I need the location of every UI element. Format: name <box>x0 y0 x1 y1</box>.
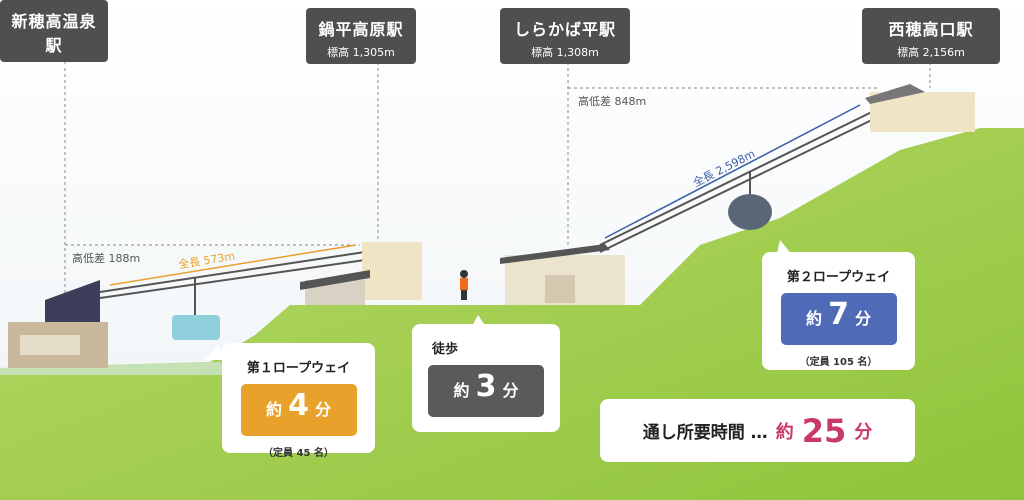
station-label-nabedaira: 鍋平高原駅標高 1,305m <box>306 8 416 64</box>
station-label-nishihotakaguchi: 西穂高口駅標高 2,156m <box>862 8 1000 64</box>
minutes-value: 7 <box>828 297 849 332</box>
cable-2 <box>599 107 881 253</box>
height-diff-2: 高低差 848m <box>578 95 647 108</box>
height-diff-1: 高低差 188m <box>72 252 141 265</box>
unit: 分 <box>502 381 519 400</box>
station-elevation: 標高 1,117m <box>20 62 88 75</box>
capacity: （定員 105 名） <box>799 357 878 368</box>
total-time-card: 通し所要時間 … 約 25 分 <box>600 399 915 462</box>
station-label-shinhotaka-onsen: 新穂高温泉駅標高 1,117m <box>0 0 108 75</box>
minutes-value: 3 <box>475 369 497 404</box>
station-label-shirakabadaira: しらかば平駅標高 1,308m <box>500 8 630 64</box>
station-name: 鍋平高原駅 <box>318 20 404 39</box>
minutes-value: 4 <box>288 388 309 423</box>
approx: 約 <box>775 421 794 443</box>
station-nabedaira-building <box>300 242 422 305</box>
gondola-1 <box>172 278 220 340</box>
station-elevation: 標高 2,156m <box>897 46 965 59</box>
cable-1 <box>99 251 366 299</box>
unit: 分 <box>854 421 873 443</box>
approx: 約 <box>266 400 283 419</box>
station-elevation: 標高 1,305m <box>327 46 395 59</box>
capacity: （定員 45 名） <box>263 448 334 459</box>
card-title: 第１ロープウェイ <box>246 361 351 376</box>
approx: 約 <box>453 381 470 400</box>
card-title: 徒歩 <box>432 342 459 357</box>
length-arrow-1 <box>109 244 357 286</box>
walker-figure <box>460 270 468 300</box>
station-shinhotaka-building <box>8 280 108 368</box>
station-name: 西穂高口駅 <box>888 20 974 39</box>
unit: 分 <box>314 400 331 419</box>
station-elevation: 標高 1,308m <box>531 46 599 59</box>
station-shirakaba-building <box>500 244 625 305</box>
unit: 分 <box>854 309 871 328</box>
station-name: しらかば平駅 <box>513 20 616 39</box>
approx: 約 <box>806 309 823 328</box>
total-minutes: 25 <box>801 411 847 450</box>
card-title: 第２ロープウェイ <box>786 270 891 285</box>
gondola-2 <box>728 172 772 230</box>
length-arrow-2 <box>604 104 861 239</box>
station-nishihotaka-building <box>865 84 975 132</box>
total-label: 通し所要時間 … <box>642 423 768 443</box>
station-name: 新穂高温泉駅 <box>11 12 97 55</box>
